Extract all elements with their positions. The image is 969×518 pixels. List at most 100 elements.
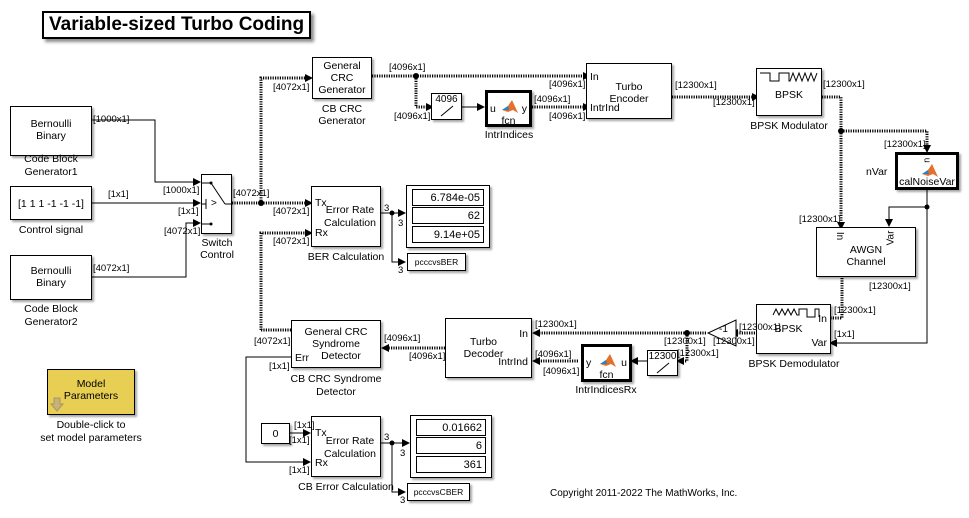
cb-error-calculation-block[interactable]: Tx Rx Error Rate Calculation — [311, 416, 381, 477]
port-label: In — [818, 313, 827, 325]
signal-label: [1x1] — [178, 206, 199, 217]
block-label: CB Error Calculation — [298, 481, 394, 493]
matlab-icon — [502, 100, 518, 113]
block-label: Code Block — [24, 303, 78, 315]
block-text: Encoder — [609, 93, 649, 105]
junction — [258, 200, 264, 206]
line-err-cber — [245, 356, 311, 466]
port-label: y — [521, 103, 527, 115]
signal-label: [4096x1] — [543, 366, 580, 377]
block-text: Generator — [318, 84, 366, 96]
cal-noise-var-block[interactable]: u calNoiseVar — [895, 152, 959, 190]
line-gain-resize — [684, 333, 689, 363]
bpsk-modulator-block[interactable]: BPSK — [756, 68, 822, 116]
block-label: Generator2 — [24, 316, 78, 328]
switch-icon — [201, 181, 232, 226]
waveform-icon — [760, 71, 818, 83]
line-cber-ws — [391, 443, 406, 496]
block-text: Turbo — [615, 81, 643, 93]
line-bpsk-awgn — [822, 95, 843, 222]
bernoulli-generator2-block[interactable]: Bernoulli Binary — [10, 255, 92, 300]
arrow — [305, 199, 313, 207]
signal-label: [1000x1] — [93, 114, 130, 125]
block-label: Generator — [318, 115, 366, 127]
cber-to-workspace-block[interactable]: pcccvsCBER — [407, 483, 470, 501]
arrow — [426, 103, 434, 111]
display-value: 62 — [412, 207, 484, 224]
block-text: Syndrome — [312, 338, 360, 350]
switch-criteria: > — [211, 198, 217, 209]
block-text: Error Rate — [325, 204, 375, 216]
line-crcdet-ber — [259, 231, 305, 330]
matlab-icon — [600, 354, 616, 367]
signal-label: [1x1] — [108, 189, 129, 200]
display-value: 0.01662 — [416, 419, 486, 436]
ber-to-workspace-block[interactable]: pcccvsBER — [407, 253, 466, 271]
control-signal-block[interactable]: [1 1 1 -1 -1 -1] — [10, 186, 92, 220]
line-crc-resize — [414, 76, 426, 109]
bpsk-demodulator-block[interactable]: In Var BPSK — [756, 304, 831, 354]
intr-indices-rx-fcn-block[interactable]: y u fcn — [581, 344, 632, 382]
cber-display-block[interactable]: 0.01662 6 361 — [410, 415, 492, 478]
bernoulli-generator1-block[interactable]: Bernoulli Binary — [10, 106, 92, 156]
crc-syndrome-detector-block[interactable]: General CRC Syndrome Detector Err — [291, 320, 381, 368]
turbo-decoder-block[interactable]: In IntrInd Turbo Decoder — [445, 318, 532, 378]
block-label: Generator1 — [24, 166, 78, 178]
constant-zero-block[interactable]: 0 — [261, 423, 290, 444]
signal-label: [12300x1] — [739, 322, 781, 333]
block-text: Bernoulli — [30, 118, 72, 130]
block-text: BPSK — [774, 89, 803, 101]
line-switch-crc — [232, 76, 305, 205]
block-text: pcccvsBER — [414, 257, 459, 267]
port-label: Tx — [315, 427, 327, 439]
block-text: pcccvsCBER — [413, 487, 464, 497]
block-text: Parameters — [63, 390, 119, 402]
block-text: Turbo — [469, 336, 498, 348]
waveform-icon — [772, 307, 820, 318]
block-label: IntrIndicesRx — [575, 384, 637, 396]
awgn-channel-block[interactable]: In Var AWGN Channel — [816, 227, 916, 277]
block-text: Error Rate — [325, 435, 375, 447]
signal-label: [1x1] — [269, 361, 290, 372]
signal-label: 3 — [400, 495, 406, 506]
arrow — [381, 344, 389, 352]
port-label: Rx — [315, 227, 328, 239]
block-label: Switch — [201, 237, 233, 249]
block-text: calNoiseVar — [899, 176, 955, 188]
turbo-encoder-block[interactable]: In IntrInd Turbo Encoder — [586, 63, 672, 119]
ber-calculation-block[interactable]: Tx Rx Error Rate Calculation — [311, 186, 381, 247]
resize-icon — [656, 362, 670, 374]
block-text: BPSK — [774, 323, 803, 335]
block-label: Detector — [316, 386, 356, 398]
model-parameters-button[interactable]: Model Parameters — [47, 369, 135, 415]
intr-indices-fcn-block[interactable]: u y fcn — [485, 90, 532, 127]
ber-display-block[interactable]: 6.784e-05 62 9.14e+05 — [406, 185, 490, 248]
resize-tx-block[interactable]: 4096 — [431, 93, 462, 120]
block-text: Channel — [846, 256, 886, 268]
port-label: y — [586, 357, 592, 369]
signal-label: [12300x1] — [675, 80, 717, 91]
signal-label: 3 — [398, 265, 404, 276]
signal-label: [1x1] — [834, 329, 855, 340]
block-text: [1 1 1 -1 -1 -1] — [18, 198, 84, 210]
block-text: Bernoulli — [30, 265, 72, 277]
port-label: Rx — [315, 457, 328, 469]
resize-rx-block[interactable]: 12300 — [647, 350, 678, 376]
block-label: CB CRC — [321, 103, 363, 115]
signal-label: [12300x1] — [823, 79, 865, 90]
signal-label: [12300x1] — [834, 305, 876, 316]
block-label: BPSK Demodulator — [748, 358, 840, 370]
port-label: IntrInd — [590, 102, 620, 114]
gain-block[interactable] — [706, 318, 738, 348]
arrow — [305, 229, 313, 237]
block-label: Code Block — [24, 153, 78, 165]
block-label: CB CRC Syndrome — [290, 373, 382, 385]
signal-label: [12300x1] — [664, 336, 706, 347]
port-label: u — [490, 103, 496, 115]
line-ber-ws — [391, 213, 406, 266]
switch-control-block[interactable]: > — [201, 174, 232, 234]
crc-generator-block[interactable]: General CRC Generator — [312, 57, 372, 99]
signal-label: [12300x1] — [713, 97, 755, 108]
signal-label: [12300x1] — [713, 336, 755, 347]
